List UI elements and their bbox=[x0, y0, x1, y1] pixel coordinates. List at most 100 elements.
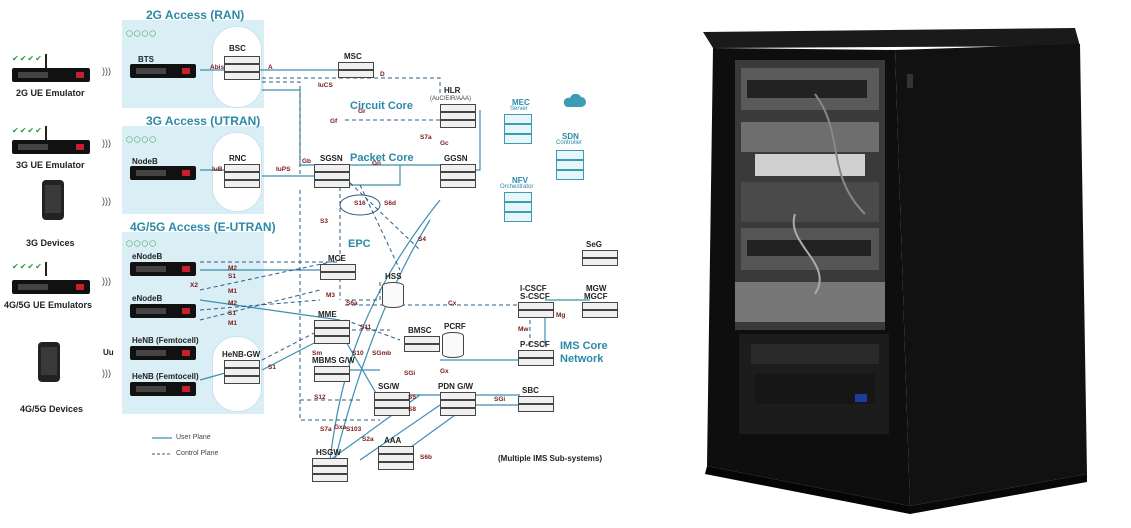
antenna-icon bbox=[45, 262, 47, 276]
interface-label: A bbox=[268, 64, 273, 71]
sgsn-label: SGSN bbox=[320, 154, 343, 163]
henb2-label: HeNB (Femtocell) bbox=[132, 372, 199, 381]
bsc-server-icon bbox=[224, 56, 260, 80]
interface-label: S6b bbox=[420, 454, 432, 461]
interface-label: S8 bbox=[408, 406, 416, 413]
legend-user-plane: User Plane bbox=[176, 434, 211, 441]
radio-waves-icon: ))) bbox=[102, 66, 111, 76]
interface-label: Gn bbox=[372, 160, 382, 167]
nodeb-label: NodeB bbox=[132, 157, 158, 166]
server-cabinet-image bbox=[703, 28, 1087, 514]
interface-label: SGi bbox=[404, 370, 416, 377]
interface-label: S6a bbox=[346, 300, 358, 307]
server-rack-icon bbox=[504, 124, 532, 134]
interface-label: Mg bbox=[556, 312, 566, 319]
network-diagram: 2G Access (RAN) 3G Access (UTRAN) 4G/5G … bbox=[4, 8, 618, 482]
mgcf-label: MGCF bbox=[584, 292, 608, 301]
interface-label: S10 bbox=[352, 350, 364, 357]
antenna-icon bbox=[45, 54, 47, 68]
pdngw-server-icon bbox=[440, 392, 476, 416]
interface-label: SGmb bbox=[372, 350, 392, 357]
device-label-3g-devices: 3G Devices bbox=[26, 238, 75, 248]
mbmsgw-label: MBMS G/W bbox=[312, 356, 355, 365]
interface-label: S5 bbox=[408, 394, 416, 401]
nfv-sublabel: Orchestrator bbox=[500, 184, 534, 190]
interface-label: S1 bbox=[228, 273, 236, 280]
sbc-server-icon bbox=[518, 396, 554, 412]
rack-emulator-icon bbox=[130, 382, 196, 396]
aaa-server-icon bbox=[378, 446, 414, 470]
mce-label: MCE bbox=[328, 254, 346, 263]
antenna-icon bbox=[45, 126, 47, 140]
cscf-server-icon bbox=[518, 302, 554, 318]
rack-emulator-icon bbox=[130, 346, 196, 360]
server-rack-icon bbox=[556, 170, 584, 180]
mbmsgw-server-icon bbox=[314, 366, 350, 382]
interface-label: M2 bbox=[228, 265, 238, 272]
scscf-label: S-CSCF bbox=[520, 292, 550, 301]
device-label-3g-ue: 3G UE Emulator bbox=[16, 160, 85, 170]
hss-label: HSS bbox=[385, 272, 402, 281]
interface-label: Gx bbox=[440, 368, 449, 375]
rack-emulator-icon bbox=[130, 262, 196, 276]
interface-label: IuCS bbox=[318, 82, 333, 89]
packet-core-title: Packet Core bbox=[350, 152, 414, 164]
henbgw-label: HeNB-GW bbox=[222, 350, 261, 359]
ims-core-title: IMS Core Network bbox=[560, 340, 608, 365]
radio-waves-icon: ))) bbox=[102, 368, 111, 378]
interface-label: Abis bbox=[210, 64, 225, 71]
hsgw-label: HSGW bbox=[316, 448, 341, 457]
interface-label: IuB bbox=[212, 166, 223, 173]
interface-label: S4 bbox=[418, 236, 426, 243]
interface-label: Gr bbox=[358, 108, 366, 115]
radio-waves-icon: ))) bbox=[102, 138, 111, 148]
henb1-label: HeNB (Femtocell) bbox=[132, 336, 199, 345]
interface-label: X2 bbox=[190, 282, 198, 289]
nfv-label: NFV bbox=[512, 176, 528, 185]
hsgw-server-icon bbox=[312, 458, 348, 482]
rack-emulator-icon bbox=[12, 68, 90, 82]
interface-label: M1 bbox=[228, 320, 238, 327]
henbgw-server-icon bbox=[224, 360, 260, 384]
pcscf-server-icon bbox=[518, 350, 554, 366]
radio-waves-icon: ))) bbox=[102, 196, 111, 206]
interface-label: Sm bbox=[312, 350, 323, 357]
interface-label: IuPS bbox=[276, 166, 291, 173]
server-rack-icon bbox=[504, 192, 532, 202]
interface-label: S12 bbox=[314, 394, 326, 401]
msc-label: MSC bbox=[344, 52, 362, 61]
smartphone-icon bbox=[42, 180, 64, 220]
status-dots: ◯◯◯◯ bbox=[126, 241, 157, 247]
hlr-server-icon bbox=[440, 104, 476, 128]
server-rack-icon bbox=[556, 160, 584, 170]
interface-label: D bbox=[380, 71, 385, 78]
interface-label: S16 bbox=[354, 200, 366, 207]
rack-emulator-icon bbox=[130, 304, 196, 318]
checkmark-icon: ✔✔✔✔ bbox=[12, 262, 43, 271]
zone-3g-title: 3G Access (UTRAN) bbox=[146, 114, 261, 128]
legend-user-plane-swatch bbox=[152, 437, 172, 439]
sgw-label: SG/W bbox=[378, 382, 400, 391]
interface-label: S11 bbox=[360, 324, 372, 331]
interface-label: Gf bbox=[330, 118, 338, 125]
rack-emulator-icon bbox=[12, 140, 90, 154]
epc-title: EPC bbox=[348, 238, 371, 250]
interface-label: S7a bbox=[420, 134, 432, 141]
bmsc-label: BMSC bbox=[408, 326, 432, 335]
bmsc-server-icon bbox=[404, 336, 440, 352]
mgw-label: MGW bbox=[586, 284, 607, 293]
rnc-server-icon bbox=[224, 164, 260, 188]
sgw-server-icon bbox=[374, 392, 410, 416]
msc-server-icon bbox=[338, 62, 374, 78]
mce-server-icon bbox=[320, 264, 356, 280]
sdn-sublabel: Controller bbox=[556, 140, 583, 146]
status-dots: ◯◯◯◯ bbox=[126, 137, 157, 143]
mec-label: MEC bbox=[512, 98, 530, 107]
seg-server-icon bbox=[582, 250, 618, 266]
hlr-label: HLR bbox=[444, 86, 461, 95]
mme-label: MME bbox=[318, 310, 337, 319]
interface-label: SGi bbox=[494, 396, 506, 403]
rnc-label: RNC bbox=[229, 154, 247, 163]
sdn-label: SDN bbox=[562, 132, 579, 141]
interface-label: M3 bbox=[326, 292, 336, 299]
